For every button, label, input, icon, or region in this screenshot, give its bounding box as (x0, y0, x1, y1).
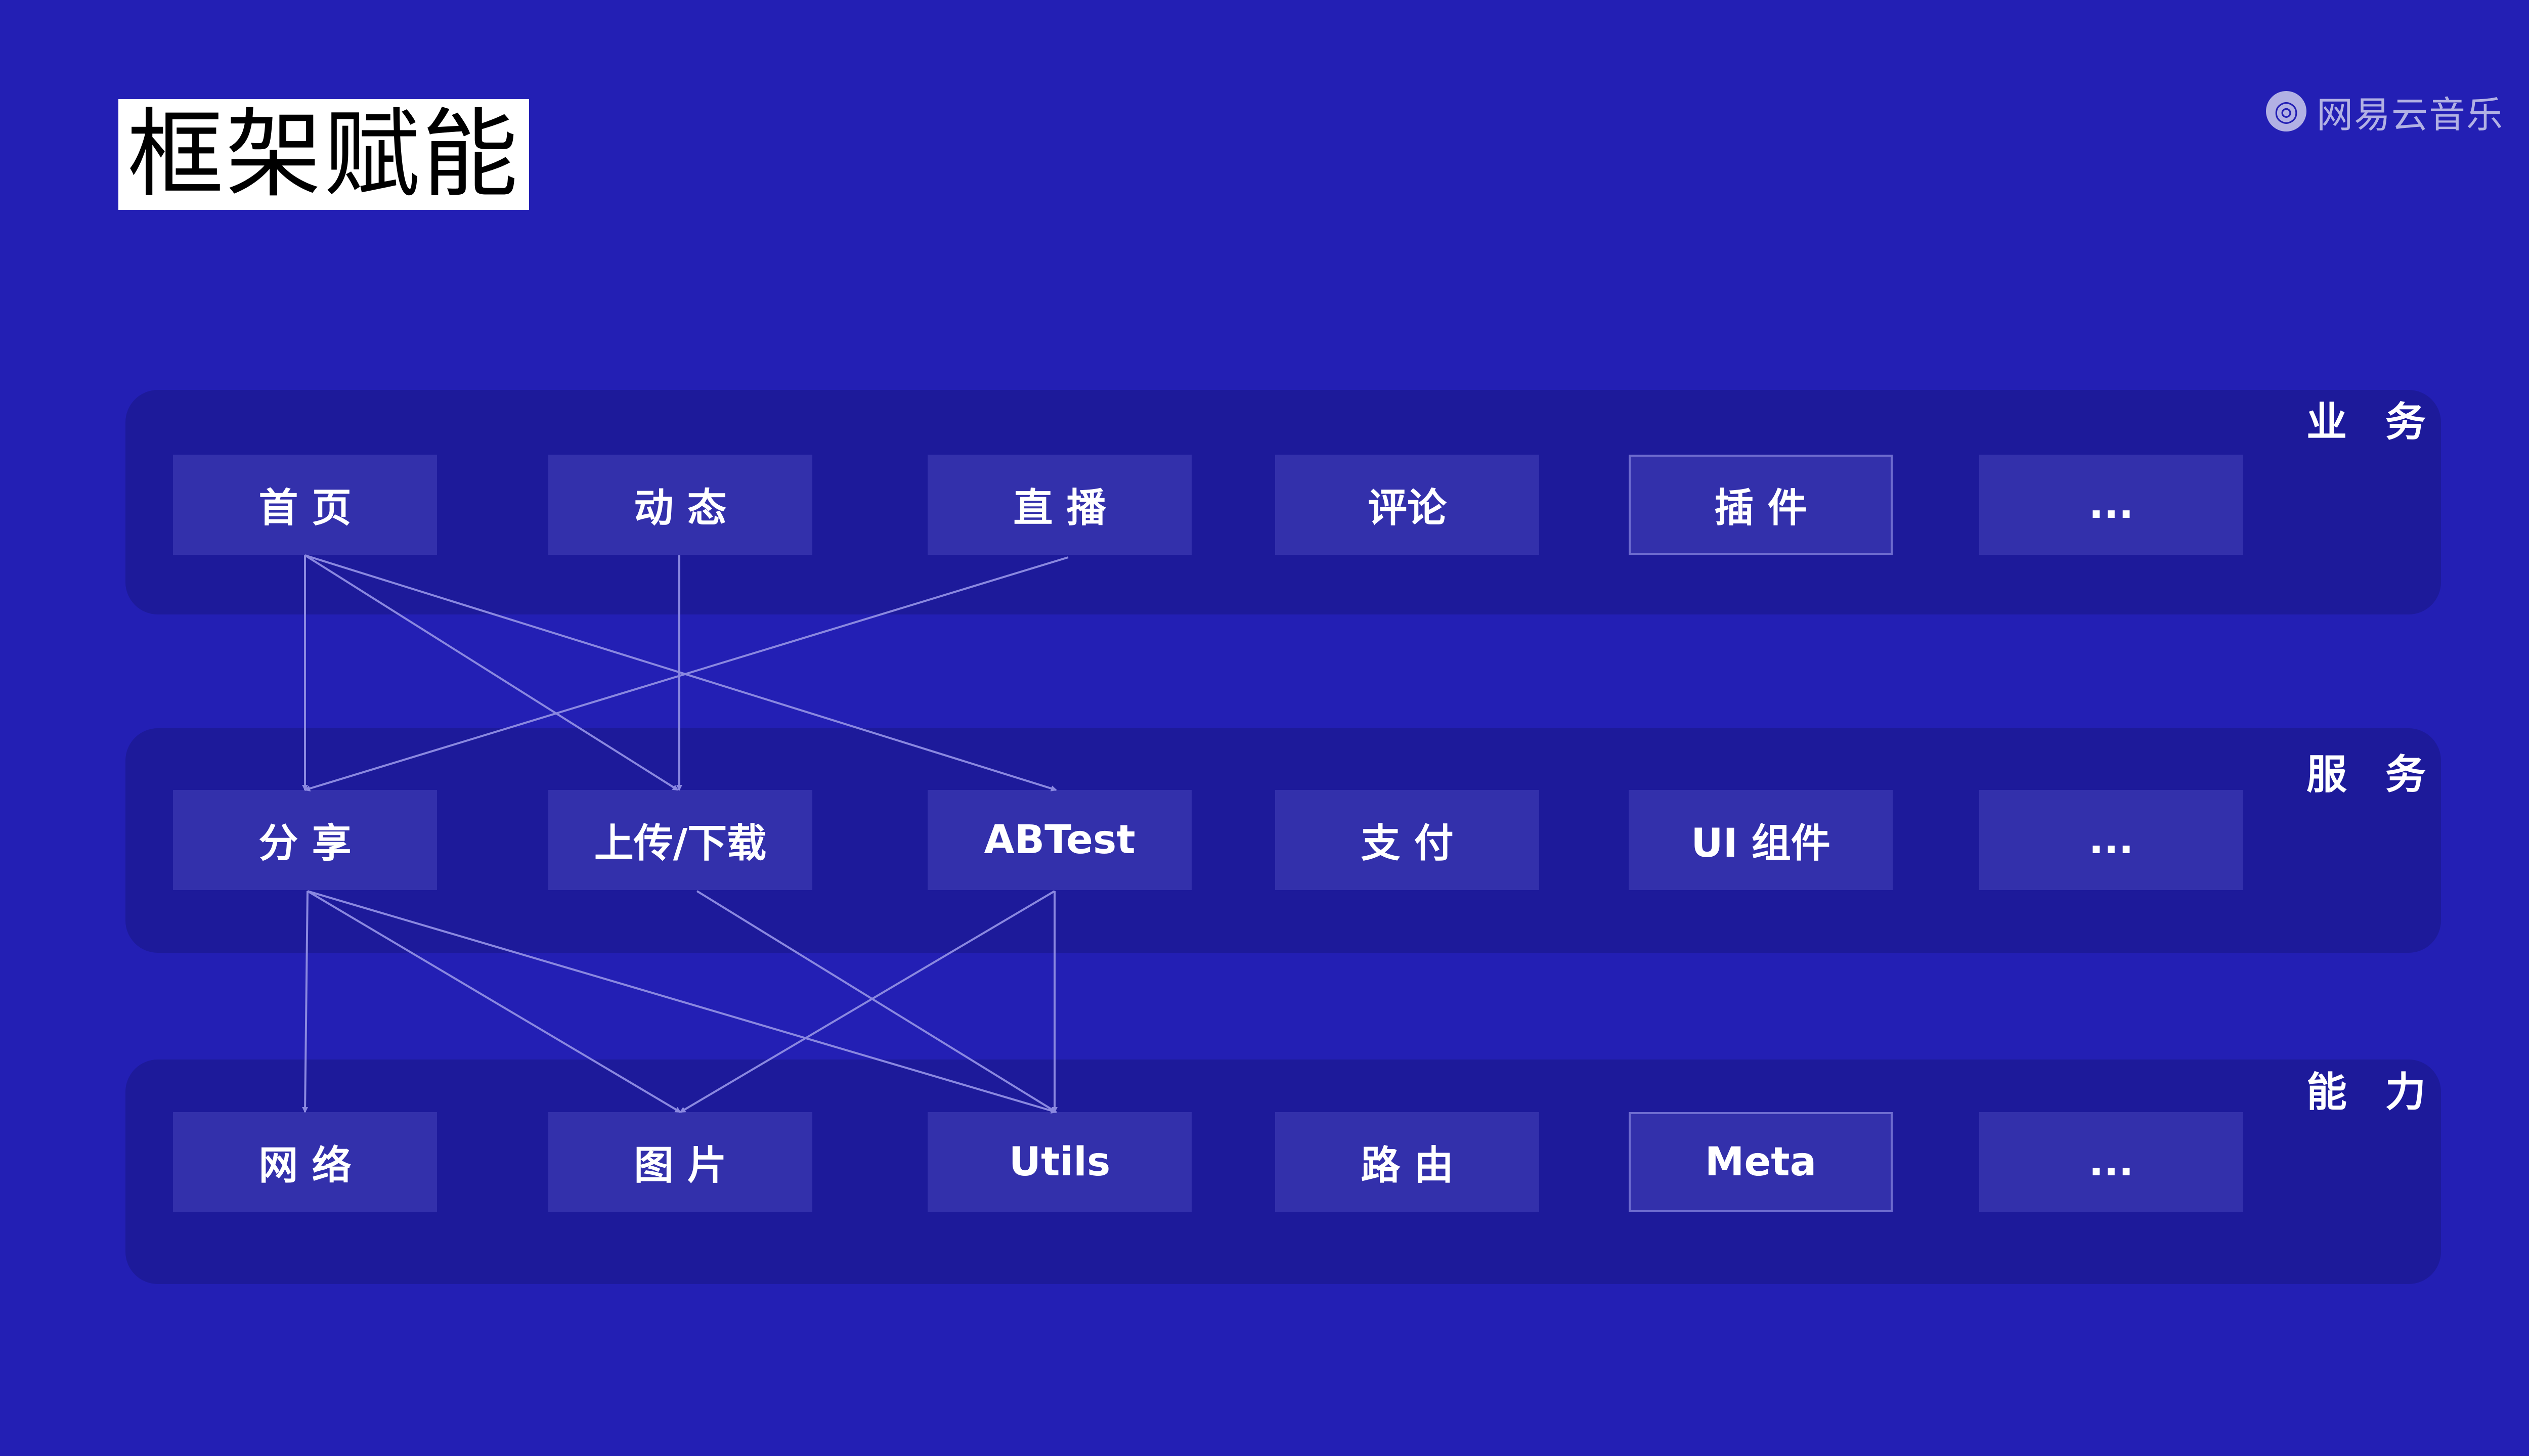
node-feed: 动 态 (548, 455, 812, 555)
node-meta: Meta (1629, 1112, 1893, 1212)
layer-label-business: 业 务 (2306, 399, 2438, 446)
node-home: 首 页 (173, 455, 437, 555)
arrow-live-to-share (304, 556, 1069, 791)
brand-name: 网易云音乐 (2317, 93, 2504, 136)
node-business-more: ... (1979, 455, 2243, 555)
slide-title: 框架赋能 (118, 99, 529, 210)
arrow-home-to-upload (304, 554, 679, 791)
arrow-abtest-to-image (679, 890, 1056, 1113)
brand-logo: ◎ 网易云音乐 (2266, 86, 2504, 137)
arrow-share-to-image (307, 890, 681, 1113)
slide-title-text: 框架赋能 (127, 98, 520, 210)
node-abtest: ABTest (928, 790, 1192, 890)
layer-label-service: 服 务 (2306, 751, 2438, 798)
node-payment: 支 付 (1275, 790, 1539, 890)
node-live: 直 播 (928, 455, 1192, 555)
arrow-home-to-abtest (304, 554, 1057, 791)
arrow-share-to-utils (307, 890, 1057, 1114)
layer-label-capability: 能 力 (2306, 1069, 2438, 1116)
node-upload-download: 上传/下载 (548, 790, 812, 890)
netease-cloud-music-icon: ◎ (2266, 91, 2306, 131)
node-router: 路 由 (1275, 1112, 1539, 1212)
node-plugin: 插 件 (1629, 455, 1893, 555)
arrow-share-to-network (302, 891, 309, 1113)
node-capability-more: ... (1979, 1112, 2243, 1212)
arrow-upload-to-utils (696, 890, 1057, 1113)
node-comment: 评论 (1275, 455, 1539, 555)
node-image: 图 片 (548, 1112, 812, 1212)
node-utils: Utils (928, 1112, 1192, 1212)
node-ui-components: UI 组件 (1629, 790, 1893, 890)
node-network: 网 络 (173, 1112, 437, 1212)
node-service-more: ... (1979, 790, 2243, 890)
node-share: 分 享 (173, 790, 437, 890)
